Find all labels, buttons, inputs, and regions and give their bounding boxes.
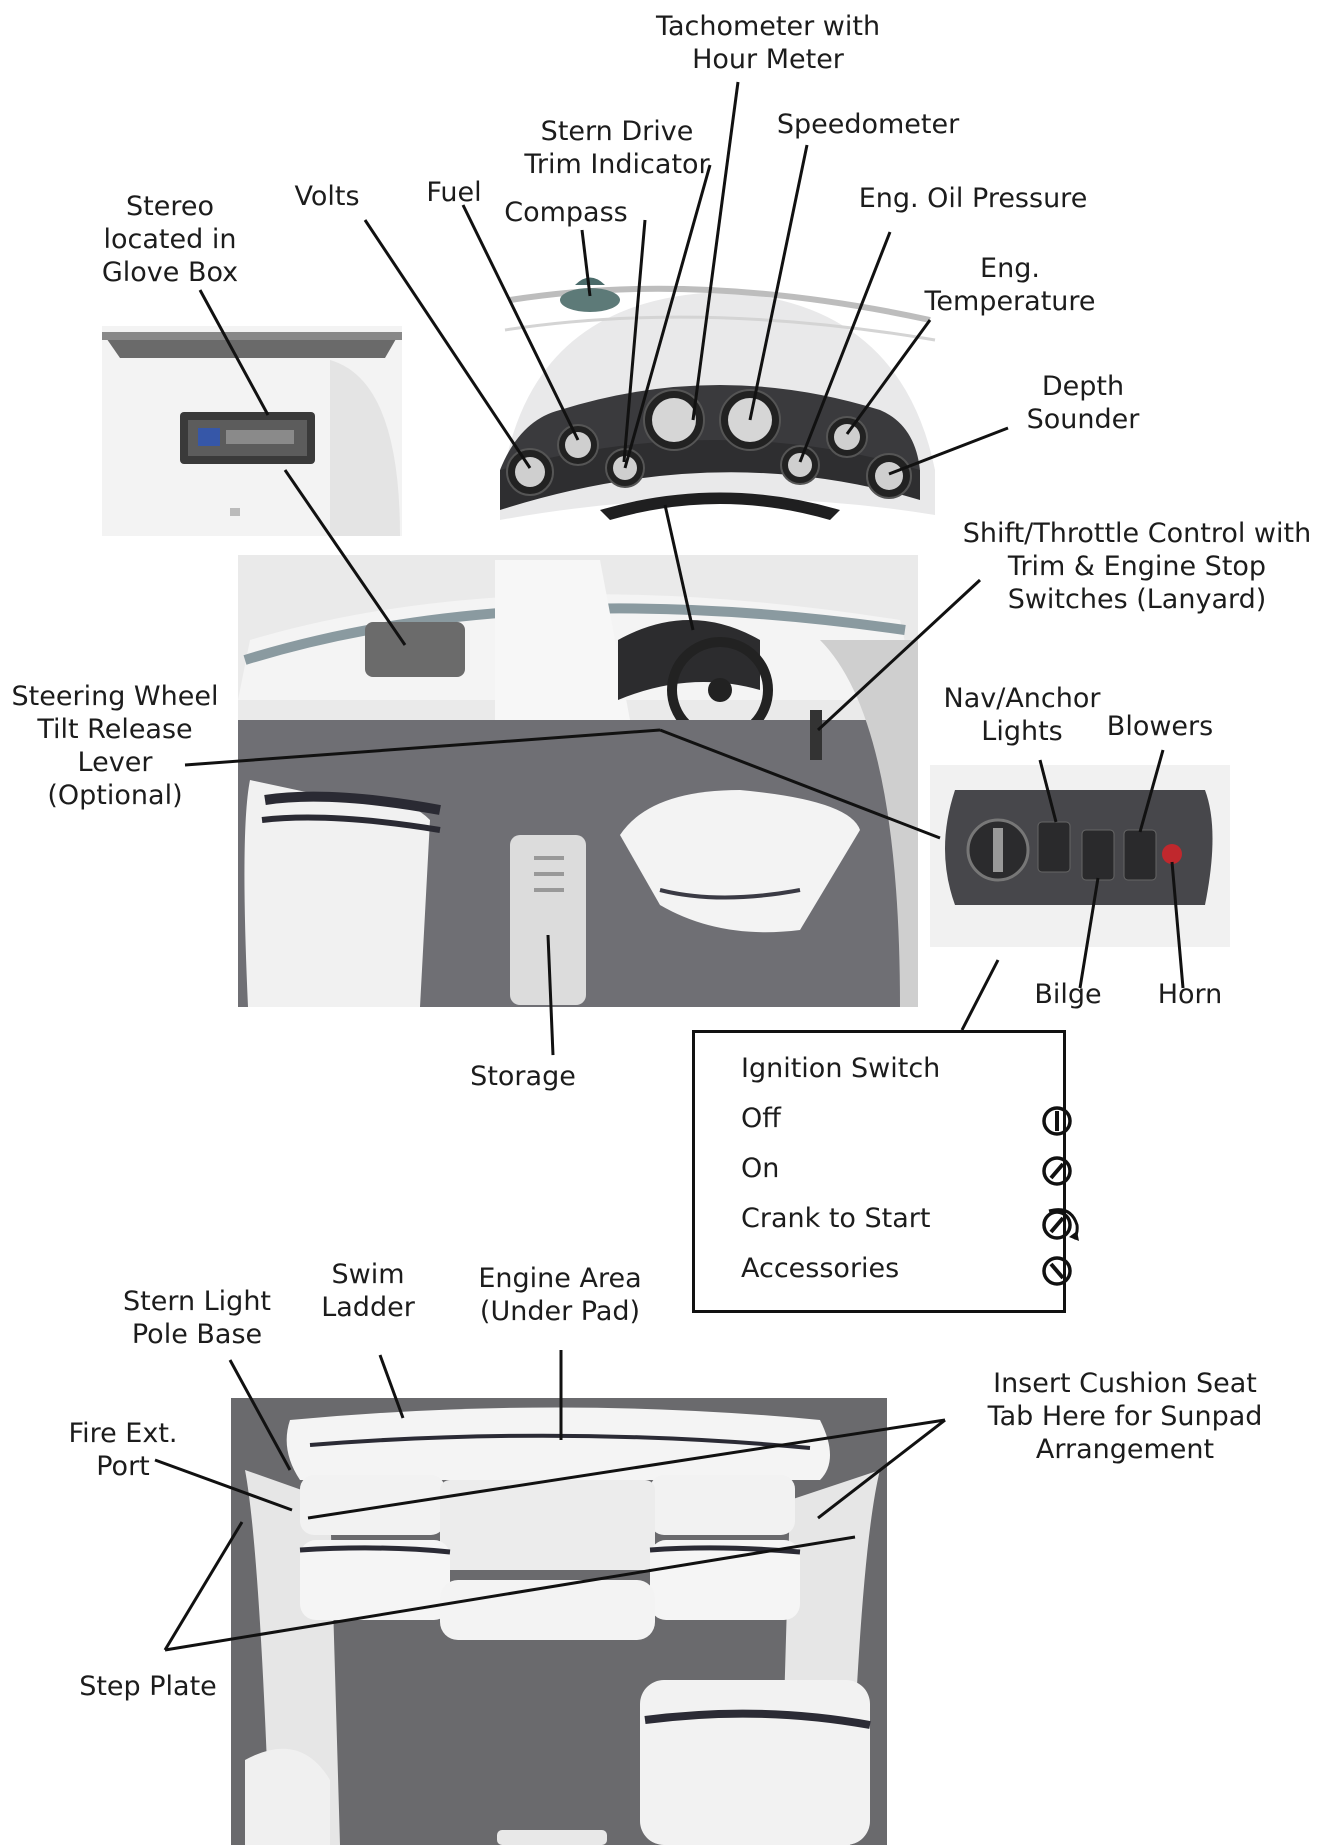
nav-anchor-label-line-1: Nav/Anchor [943,683,1101,714]
depth-sounder-label: Depth Sounder [1027,370,1140,436]
nav-anchor-lights-label: Nav/Anchor Lights [944,682,1101,748]
stern-drive-label-line-2: Trim Indicator [524,149,710,180]
ignition-switch-title: Ignition Switch [741,1053,941,1084]
stereo-label: Stereo located in Glove Box [102,190,238,289]
gauges [506,389,912,499]
tachometer-label-line-1: Tachometer with [655,11,881,42]
ignition-switch-box: Ignition Switch Off On Crank to Start Ac… [692,1030,1079,1313]
accessories-position-icon [1042,1256,1072,1286]
swim-ladder-label: Swim Ladder [321,1258,415,1324]
fire-ext-port-label: Fire Ext. Port [69,1417,178,1483]
stern-drive-trim-label: Stern Drive Trim Indicator [524,115,709,181]
steering-tilt-label-line-2: Tilt Release [37,714,193,745]
cockpit-photo [238,555,918,1007]
stereo-label-line-2: located in [103,224,237,255]
stern-light-pole-label: Stern Light Pole Base [123,1285,271,1351]
ignition-row-off: Off [741,1103,1072,1139]
stereo-label-line-3: Glove Box [101,257,239,288]
leader-lines [154,81,1185,1652]
eng-temp-label: Eng. Temperature [924,252,1095,318]
stern-light-label-line-2: Pole Base [131,1319,263,1350]
on-position-icon [1042,1156,1072,1186]
ignition-row-label: Off [741,1103,781,1134]
eng-temp-label-line-2: Temperature [924,286,1096,317]
shift-throttle-label-line-3: Switches (Lanyard) [1007,584,1267,615]
engine-area-label-line-1: Engine Area [478,1263,642,1294]
insert-cushion-label-line-1: Insert Cushion Seat [993,1368,1257,1399]
stereo-label-line-1: Stereo [126,191,214,222]
ignition-row-label: Crank to Start [741,1203,931,1234]
fuel-label: Fuel [426,177,482,208]
steering-tilt-label-line-4: (Optional) [47,780,183,811]
engine-area-label-line-2: (Under Pad) [479,1296,641,1327]
shift-throttle-label-line-2: Trim & Engine Stop [1007,551,1267,582]
storage-label: Storage [470,1061,576,1092]
shift-throttle-label: Shift/Throttle Control with Trim & Engin… [963,517,1311,616]
switch-panel-photo [930,765,1230,947]
eng-temp-label-line-1: Eng. [980,253,1040,284]
stern-photo [231,1398,887,1845]
insert-cushion-label-line-2: Tab Here for Sunpad [987,1401,1263,1432]
crank-position-icon [1042,1208,1079,1241]
steering-tilt-label: Steering Wheel Tilt Release Lever (Optio… [12,680,219,812]
ignition-row-label: Accessories [741,1253,900,1284]
glove-box-photo [102,326,402,536]
depth-sounder-label-line-2: Sounder [1026,404,1140,435]
ignition-row-on: On [741,1153,1072,1189]
speedometer-label: Speedometer [776,109,960,140]
ignition-row-label: On [741,1153,780,1184]
off-position-icon [1042,1106,1072,1136]
fire-ext-label-line-1: Fire Ext. [68,1418,178,1449]
oil-pressure-label: Eng. Oil Pressure [858,183,1088,214]
depth-sounder-label-line-1: Depth [1041,371,1125,402]
ignition-row-accessories: Accessories [741,1253,1072,1289]
engine-area-label: Engine Area (Under Pad) [478,1262,641,1328]
compass-label: Compass [504,197,628,228]
steering-tilt-label-line-1: Steering Wheel [11,681,219,712]
stern-drive-label-line-1: Stern Drive [540,116,694,147]
swim-ladder-label-line-1: Swim [331,1259,405,1290]
nav-anchor-label-line-2: Lights [981,716,1063,747]
stern-light-label-line-1: Stern Light [122,1286,272,1317]
volts-label: Volts [294,181,360,212]
blowers-label: Blowers [1106,711,1214,742]
ignition-row-crank: Crank to Start [741,1203,1079,1241]
insert-cushion-label: Insert Cushion Seat Tab Here for Sunpad … [988,1367,1263,1466]
bilge-label: Bilge [1034,979,1102,1010]
fire-ext-label-line-2: Port [96,1451,150,1482]
insert-cushion-label-line-3: Arrangement [1035,1434,1215,1465]
tachometer-label-line-2: Hour Meter [692,44,844,75]
step-plate-label: Step Plate [79,1671,217,1702]
horn-label: Horn [1157,979,1223,1010]
shift-throttle-label-line-1: Shift/Throttle Control with [962,518,1312,549]
tachometer-label: Tachometer with Hour Meter [656,10,880,76]
swim-ladder-label-line-2: Ladder [321,1292,415,1323]
steering-tilt-label-line-3: Lever [77,747,153,778]
